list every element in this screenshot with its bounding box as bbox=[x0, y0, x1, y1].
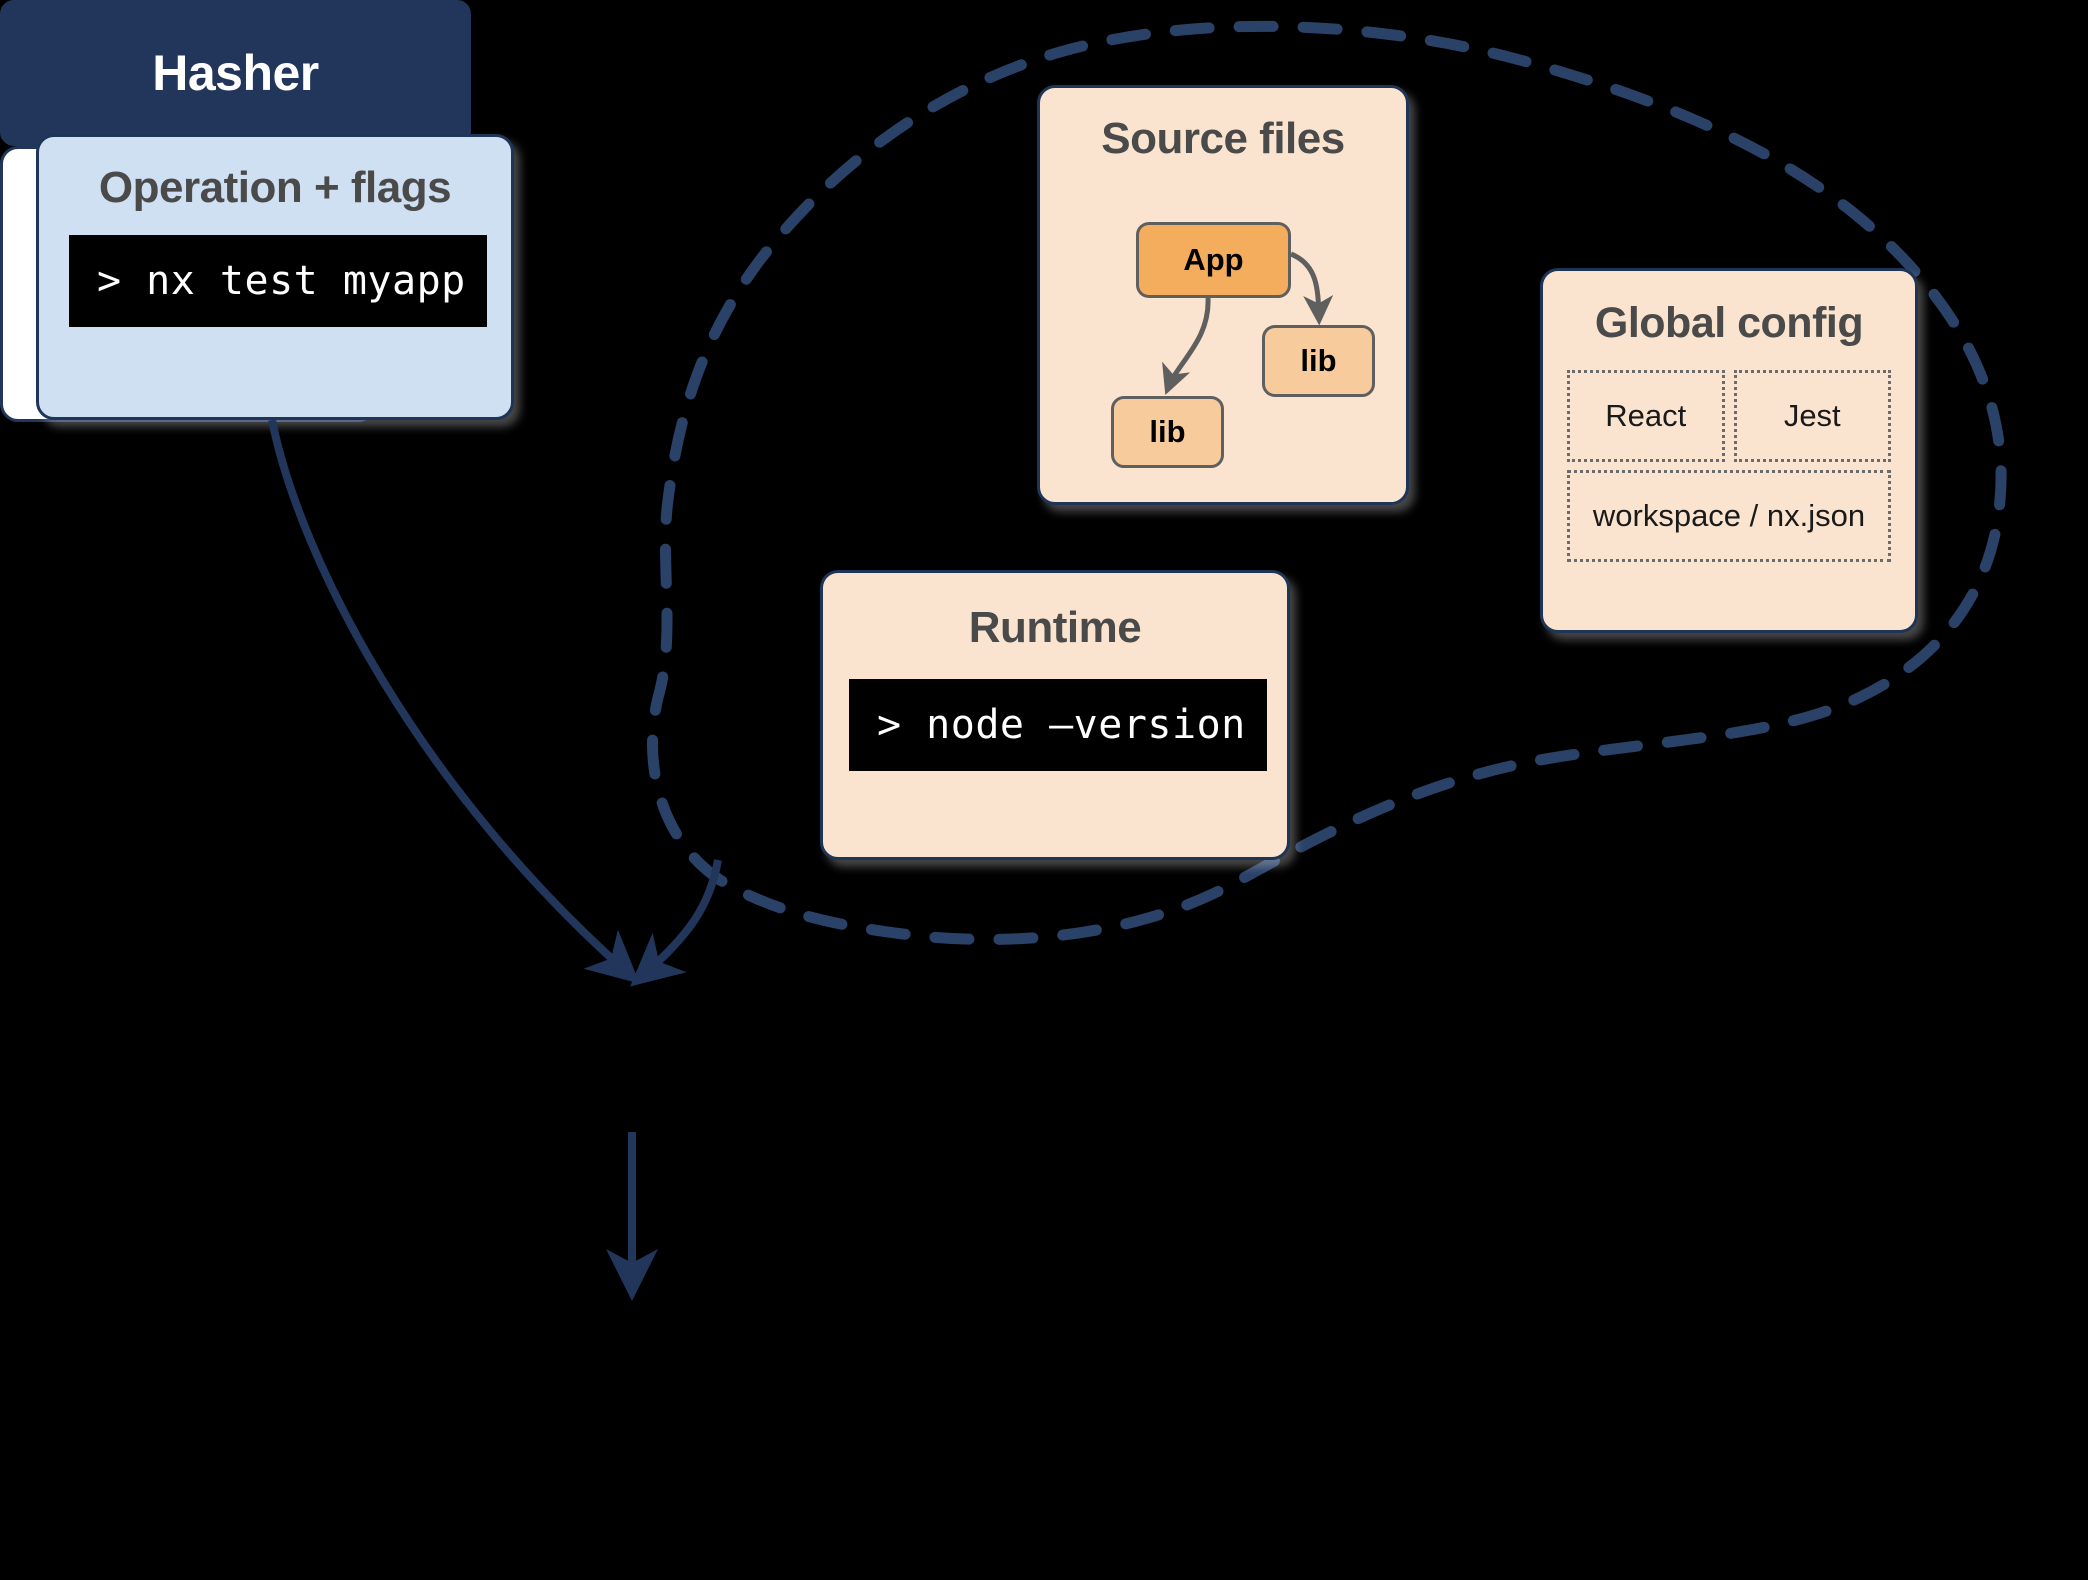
arrow-app-to-lib-right bbox=[1289, 251, 1334, 326]
runtime-panel: Runtime > node –version bbox=[820, 570, 1290, 860]
global-config-row: React Jest bbox=[1567, 370, 1891, 462]
config-cell-react: React bbox=[1567, 370, 1725, 462]
source-node-app: App bbox=[1136, 222, 1291, 298]
arrow-inputs-to-hasher bbox=[630, 859, 722, 987]
operation-terminal: > nx test myapp bbox=[69, 235, 487, 327]
runtime-title: Runtime bbox=[968, 603, 1142, 652]
global-config-grid: React Jest workspace / nx.json bbox=[1567, 370, 1891, 562]
arrow-operation-to-hasher bbox=[268, 419, 640, 984]
config-cell-workspace-nxjson: workspace / nx.json bbox=[1567, 470, 1891, 562]
operation-flags-title: Operation + flags bbox=[98, 163, 452, 212]
config-cell-jest: Jest bbox=[1733, 370, 1891, 462]
source-node-lib-right: lib bbox=[1262, 325, 1375, 397]
source-files-title: Source files bbox=[1101, 114, 1345, 163]
cloud-dashed-path bbox=[647, 20, 2007, 945]
operation-flags-panel: Operation + flags > nx test myapp bbox=[36, 134, 514, 420]
global-config-panel: Global config React Jest workspace / nx.… bbox=[1540, 268, 1918, 633]
global-config-title: Global config bbox=[1594, 299, 1864, 347]
source-node-lib-left: lib bbox=[1111, 396, 1224, 468]
hasher-label: Hasher bbox=[152, 45, 319, 101]
arrow-app-to-lib-left bbox=[1162, 297, 1211, 395]
hasher-node: Hasher bbox=[0, 0, 471, 146]
runtime-terminal: > node –version bbox=[849, 679, 1267, 771]
